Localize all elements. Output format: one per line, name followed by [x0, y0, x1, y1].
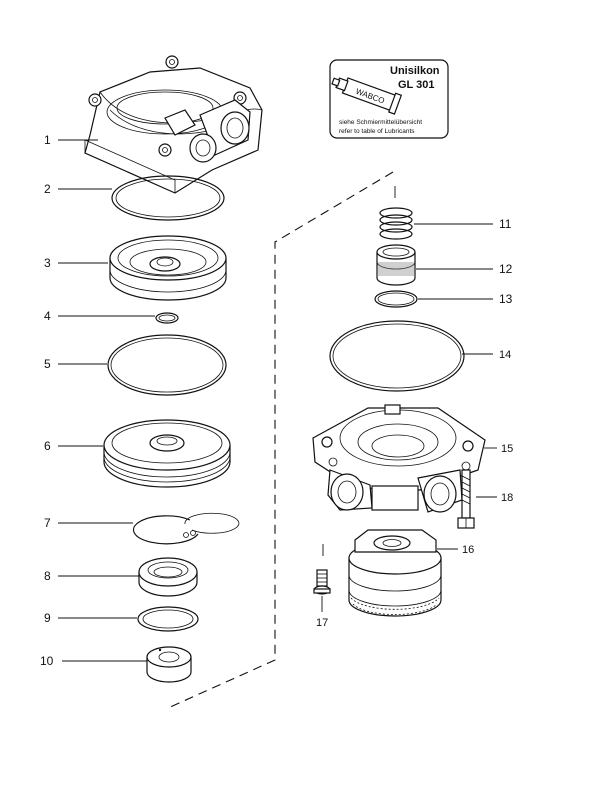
callout-10: 10 — [40, 654, 54, 668]
callout-3: 3 — [44, 256, 51, 270]
callout-8: 8 — [44, 569, 51, 583]
part-14-o-ring-large — [329, 320, 465, 392]
callout-4: 4 — [44, 309, 51, 323]
part-8-valve-seat — [138, 557, 198, 597]
callout-1: 1 — [44, 133, 51, 147]
part-1-housing-cover — [84, 55, 263, 194]
part-15-valve-housing — [312, 404, 486, 513]
lubricant-box: WABCO Unisilkon GL 301 siehe Schmiermitt… — [329, 59, 449, 139]
callout-11: 11 — [499, 217, 512, 231]
callout-18: 18 — [501, 492, 513, 504]
lubricant-tube-icon: WABCO — [331, 77, 403, 115]
callout-12: 12 — [499, 262, 513, 276]
callout-2: 2 — [44, 182, 51, 196]
part-13-o-ring — [374, 290, 418, 308]
part-17-screw — [313, 569, 331, 595]
lubricant-title-2: GL 301 — [398, 79, 435, 91]
assembly-axis-dashed — [167, 171, 394, 709]
part-6-diaphragm-piston — [103, 419, 231, 488]
callout-13: 13 — [499, 292, 513, 306]
callout-16: 16 — [462, 544, 474, 556]
part-7-circlip — [132, 512, 240, 545]
part-12-sleeve — [376, 244, 416, 286]
callout-17: 17 — [316, 617, 328, 629]
callout-9: 9 — [44, 611, 51, 625]
lubricant-note-de: siehe Schmiermittelübersicht — [339, 119, 422, 126]
callout-6: 6 — [44, 439, 51, 453]
callout-5: 5 — [44, 357, 51, 371]
part-18-bolt — [457, 469, 475, 529]
part-11-compression-spring — [379, 186, 413, 240]
part-9-sealing-ring — [137, 606, 199, 632]
part-10-valve-body — [146, 646, 192, 683]
lubricant-note-en: refer to table of Lubricants — [339, 128, 415, 135]
part-3-piston — [109, 235, 227, 301]
callout-7: 7 — [44, 516, 51, 530]
part-16-exhaust-valve — [322, 529, 442, 617]
part-4-small-o-ring — [155, 312, 179, 324]
lubricant-title-1: Unisilkon — [390, 65, 440, 77]
part-5-large-o-ring — [107, 334, 227, 396]
lubricant-box-frame — [329, 59, 449, 139]
callout-14: 14 — [499, 349, 511, 361]
part-2-o-ring — [111, 175, 225, 221]
callout-15: 15 — [501, 443, 513, 455]
